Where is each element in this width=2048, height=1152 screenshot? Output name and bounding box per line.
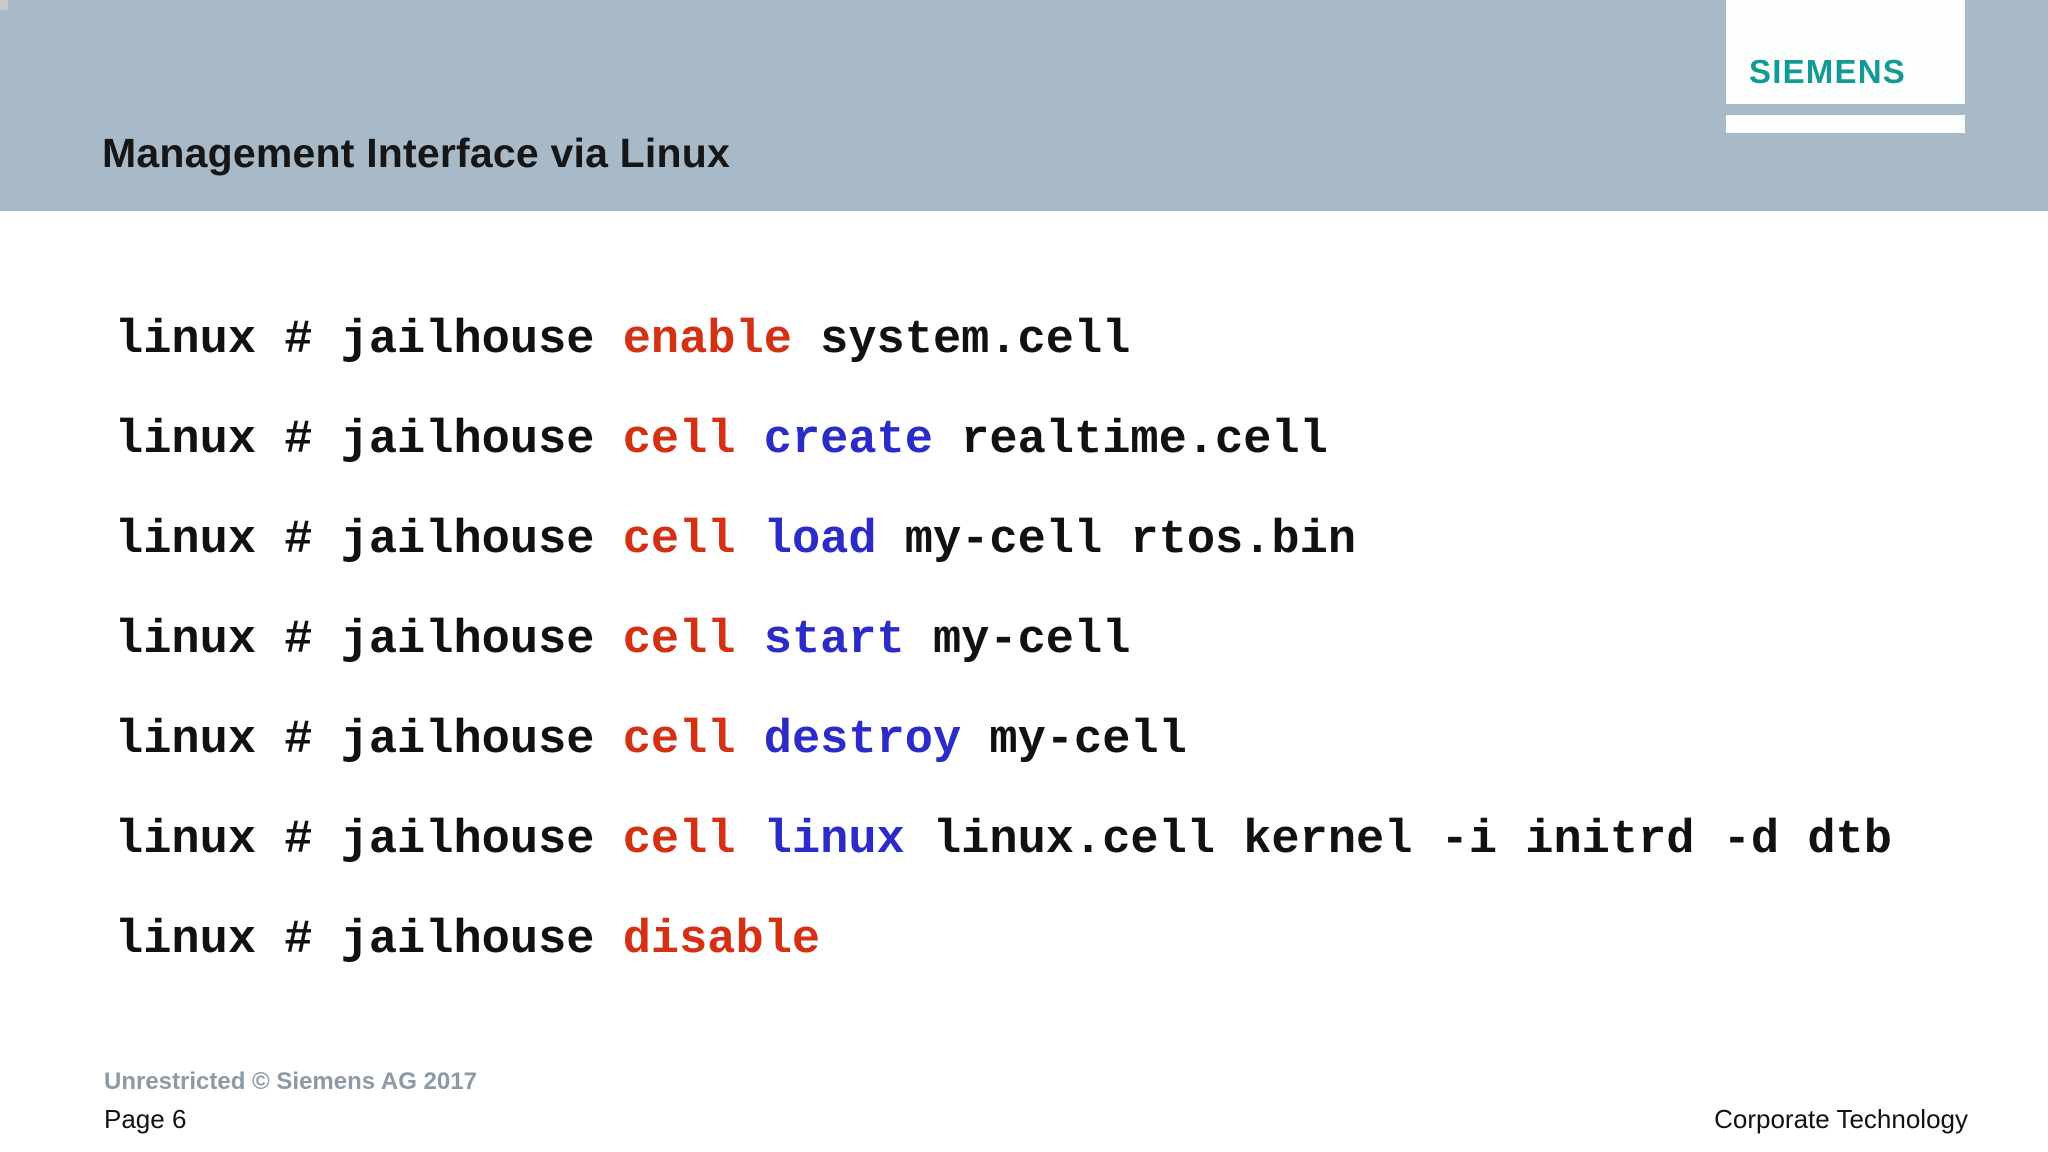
siemens-wordmark: SIEMENS bbox=[1749, 53, 1906, 90]
terminal-line: linux # jailhouse cell linux linux.cell … bbox=[115, 791, 1892, 891]
command-keyword-blue: create bbox=[763, 414, 933, 467]
command-text bbox=[736, 814, 764, 867]
command-keyword-red: cell bbox=[622, 514, 736, 567]
command-keyword-blue: linux bbox=[763, 814, 905, 867]
terminal-line: linux # jailhouse cell destroy my-cell bbox=[115, 691, 1892, 791]
command-text: my-cell bbox=[904, 614, 1131, 667]
terminal-line: linux # jailhouse cell start my-cell bbox=[115, 591, 1892, 691]
command-text: system.cell bbox=[791, 314, 1131, 367]
command-text: linux # jailhouse bbox=[115, 714, 623, 767]
command-text: linux # jailhouse bbox=[115, 314, 623, 367]
command-text: linux # jailhouse bbox=[115, 814, 623, 867]
command-keyword-blue: destroy bbox=[763, 714, 962, 767]
command-text bbox=[736, 614, 764, 667]
siemens-logo-bar bbox=[1726, 115, 1965, 133]
slide-header: Management Interface via Linux SIEMENS bbox=[0, 0, 2048, 211]
command-keyword-red: enable bbox=[622, 314, 792, 367]
classification-notice: Unrestricted © Siemens AG 2017 bbox=[104, 1068, 477, 1095]
siemens-logo: SIEMENS bbox=[1726, 0, 1965, 104]
command-text: my-cell rtos.bin bbox=[876, 514, 1357, 567]
command-text: realtime.cell bbox=[932, 414, 1328, 467]
command-keyword-red: cell bbox=[622, 814, 736, 867]
terminal-line: linux # jailhouse cell load my-cell rtos… bbox=[115, 491, 1892, 591]
terminal-line: linux # jailhouse disable bbox=[115, 891, 1892, 991]
command-keyword-blue: load bbox=[763, 514, 877, 567]
command-text: linux # jailhouse bbox=[115, 914, 623, 967]
command-text bbox=[736, 414, 764, 467]
command-text bbox=[736, 714, 764, 767]
command-keyword-red: cell bbox=[622, 714, 736, 767]
command-keyword-blue: start bbox=[763, 614, 905, 667]
command-text: linux # jailhouse bbox=[115, 614, 623, 667]
command-text: linux.cell kernel -i initrd -d dtb bbox=[904, 814, 1892, 867]
terminal-line: linux # jailhouse cell create realtime.c… bbox=[115, 391, 1892, 491]
terminal-line: linux # jailhouse enable system.cell bbox=[115, 291, 1892, 391]
command-text: my-cell bbox=[961, 714, 1187, 767]
command-text: linux # jailhouse bbox=[115, 414, 623, 467]
command-keyword-red: disable bbox=[622, 914, 821, 967]
command-keyword-red: cell bbox=[622, 614, 736, 667]
slide-title: Management Interface via Linux bbox=[102, 130, 731, 176]
command-keyword-red: cell bbox=[622, 414, 736, 467]
page-number: Page 6 bbox=[104, 1104, 187, 1134]
command-text: linux # jailhouse bbox=[115, 514, 623, 567]
corner-artifact bbox=[0, 0, 8, 10]
command-text bbox=[736, 514, 764, 567]
division-label: Corporate Technology bbox=[1714, 1104, 1968, 1134]
